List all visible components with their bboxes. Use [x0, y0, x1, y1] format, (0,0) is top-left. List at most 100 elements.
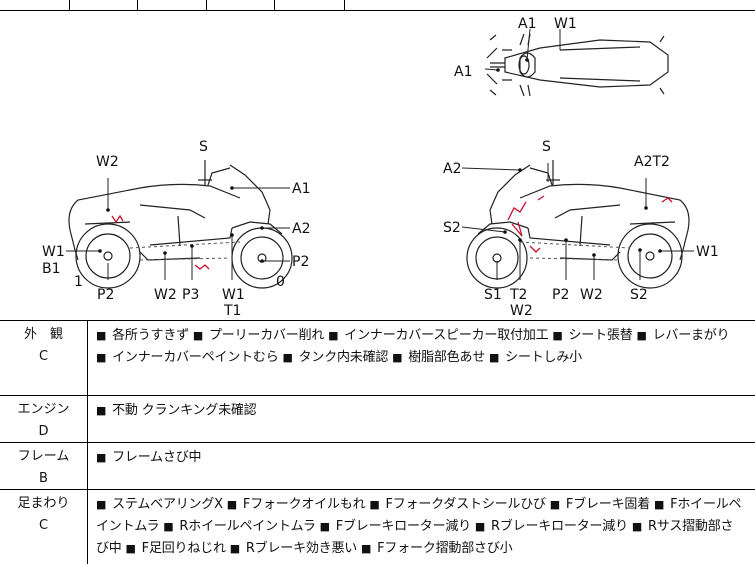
- damage-marks: [111, 195, 673, 270]
- bullet-square-icon: ■: [96, 329, 107, 342]
- bullet-square-icon: ■: [392, 351, 403, 364]
- label-left-t1: T1: [223, 303, 241, 319]
- table-header-row-clipped: [0, 0, 755, 11]
- row-header: 足まわり C: [0, 490, 88, 564]
- condition-item: ■ フレームさび中: [96, 450, 202, 465]
- condition-item-text: Fホイールペイントムラ: [96, 497, 742, 534]
- label-left-w1-bottom: W1: [222, 287, 245, 303]
- label-right-w2: W2: [510, 303, 533, 319]
- bullet-square-icon: ■: [319, 520, 330, 533]
- bullet-square-icon: ■: [226, 498, 237, 511]
- label-left-p3: P3: [182, 287, 199, 303]
- row-header: エンジン D: [0, 396, 88, 442]
- condition-item: ■ ステムベアリングX: [96, 497, 227, 512]
- condition-item-text: Rサス摺動部さび中: [96, 519, 734, 556]
- condition-item-text: 各所うすきず: [108, 328, 193, 343]
- damage-diagram: A1 A1 W1 W2 S A1 A2 P2 W1 B1 1 P2 W2 P3 …: [0, 10, 755, 321]
- label-right-w2-bottom: W2: [580, 287, 603, 303]
- label-top-a1-left: A1: [454, 64, 472, 80]
- bullet-square-icon: ■: [96, 351, 107, 364]
- condition-item: ■ F足回りねじれ: [126, 541, 230, 556]
- label-right-a2: A2: [443, 161, 461, 177]
- header-cell: [206, 0, 207, 10]
- label-top-a1: A1: [518, 16, 536, 32]
- condition-item-text: Rブレーキローター減り: [487, 519, 632, 534]
- condition-item: ■ インナーカバーペイントむら: [96, 350, 282, 365]
- row-header: フレーム B: [0, 443, 88, 489]
- label-right-t2: T2: [509, 287, 527, 303]
- condition-item-text: Fフォークダストシールひび: [381, 497, 550, 512]
- condition-item: ■ Rブレーキ効き悪い: [230, 541, 361, 556]
- condition-item: ■ 各所うすきず: [96, 328, 193, 343]
- section-grade: D: [38, 424, 49, 439]
- section-name: 外 観: [23, 327, 63, 342]
- section-items: ■ 各所うすきず ■ プーリーカバー削れ ■ インナーカバースピーカー取付加工 …: [96, 325, 745, 369]
- scooter-diagram-svg: A1 A1 W1 W2 S A1 A2 P2 W1 B1 1 P2 W2 P3 …: [42, 16, 719, 319]
- label-right-s1: S1: [484, 287, 502, 303]
- bullet-square-icon: ■: [282, 351, 293, 364]
- condition-item-text: タンク内未確認: [294, 350, 393, 365]
- label-left-0: 0: [276, 274, 285, 290]
- label-right-s: S: [542, 139, 551, 155]
- label-right-s2-bottom: S2: [630, 287, 648, 303]
- diagram-labels: A1 A1 W1 W2 S A1 A2 P2 W1 B1 1 P2 W2 P3 …: [42, 16, 719, 319]
- condition-item: ■ Rホイールペイントムラ: [163, 519, 319, 534]
- condition-item: ■ シートしみ小: [489, 350, 582, 365]
- row-exterior: 外 観 C ■ 各所うすきず ■ プーリーカバー削れ ■ インナーカバースピーカ…: [0, 321, 755, 396]
- condition-item: ■ Fホイールペイントムラ: [96, 497, 742, 534]
- scooter-left-view: [68, 160, 293, 289]
- condition-item-text: プーリーカバー削れ: [205, 328, 329, 343]
- condition-item-text: フレームさび中: [108, 450, 202, 465]
- condition-item-text: Fブレーキ固着: [561, 497, 654, 512]
- condition-item-text: Fブレーキローター減り: [331, 519, 475, 534]
- condition-item: ■ Fブレーキローター減り: [320, 519, 475, 534]
- bullet-square-icon: ■: [653, 498, 665, 511]
- condition-item: ■ インナーカバースピーカー取付加工: [328, 328, 552, 343]
- condition-item-text: Rブレーキ効き悪い: [241, 541, 362, 556]
- row-engine: エンジン D ■ 不動 クランキング未確認: [0, 396, 755, 443]
- label-left-1: 1: [74, 274, 83, 290]
- label-left-w2-bottom: W2: [154, 287, 177, 303]
- label-right-p2: P2: [552, 287, 569, 303]
- section-grade: C: [38, 518, 49, 533]
- bullet-square-icon: ■: [96, 498, 107, 511]
- condition-item-text: シート張替: [564, 328, 637, 343]
- bullet-square-icon: ■: [328, 329, 339, 342]
- condition-item: ■ Fフォークオイルもれ: [227, 497, 370, 512]
- condition-item: ■ 樹脂部色あせ: [392, 350, 489, 365]
- section-name: エンジン: [17, 402, 70, 417]
- scooter-top-view: [486, 33, 669, 97]
- condition-item: ■ シート張替: [552, 328, 636, 343]
- label-right-w1: W1: [696, 244, 719, 260]
- header-cell: [274, 0, 275, 10]
- condition-item: ■ タンク内未確認: [282, 350, 392, 365]
- bullet-square-icon: ■: [369, 498, 380, 511]
- label-right-a2t2: A2T2: [634, 154, 670, 170]
- condition-item-text: シートしみ小: [501, 350, 582, 365]
- bullet-square-icon: ■: [163, 520, 174, 533]
- section-items: ■ 不動 クランキング未確認: [96, 400, 745, 422]
- condition-item: ■ Rサス摺動部さび中: [96, 519, 734, 556]
- header-cell: [137, 0, 138, 10]
- label-top-w1: W1: [554, 16, 577, 32]
- condition-item-text: Fフォーク摺動部さび小: [373, 541, 513, 556]
- header-cell: [69, 0, 70, 10]
- bullet-square-icon: ■: [192, 329, 204, 342]
- bullet-square-icon: ■: [96, 404, 107, 417]
- condition-item: ■ 不動 クランキング未確認: [96, 403, 257, 418]
- condition-item-text: レバーまがり: [648, 328, 730, 343]
- condition-item-text: 不動 クランキング未確認: [108, 403, 257, 418]
- bullet-square-icon: ■: [361, 542, 372, 555]
- label-left-p2-bottom: P2: [97, 287, 114, 303]
- bullet-square-icon: ■: [474, 520, 486, 533]
- bullet-square-icon: ■: [96, 451, 107, 464]
- condition-item-text: F足回りねじれ: [137, 541, 230, 556]
- section-grade: B: [39, 471, 48, 486]
- label-left-s: S: [199, 139, 208, 155]
- condition-item: ■ Fフォークダストシールひび: [369, 497, 549, 512]
- condition-item: ■ プーリーカバー削れ: [193, 328, 328, 343]
- condition-item-text: Rホイールペイントムラ: [175, 519, 320, 534]
- row-frame: フレーム B ■ フレームさび中: [0, 443, 755, 490]
- bullet-square-icon: ■: [125, 542, 136, 555]
